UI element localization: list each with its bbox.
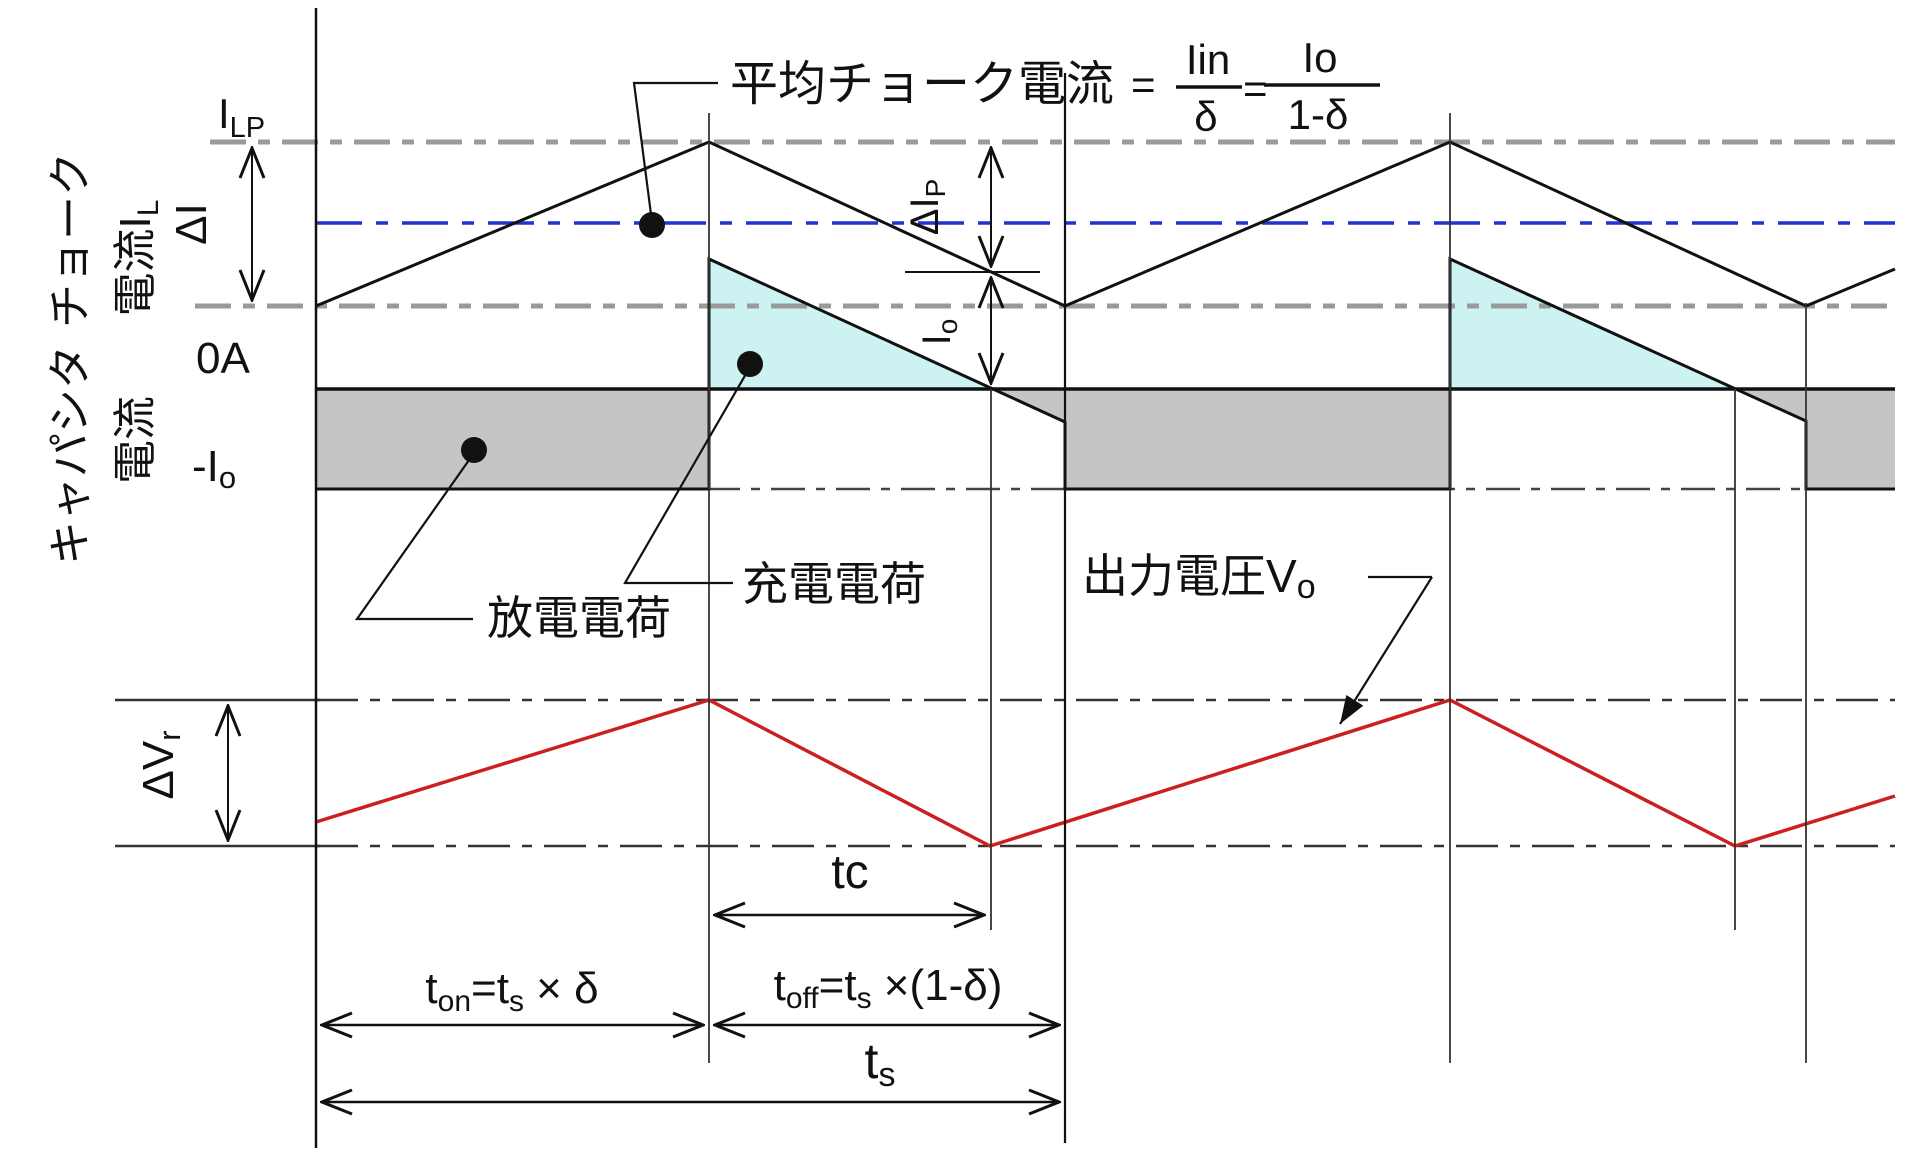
avg-current-leader-dot: [639, 212, 665, 238]
capacitor-discharge-areas: [316, 389, 1895, 489]
charge-leader-dot: [737, 351, 763, 377]
dimension-arrows: [228, 148, 1059, 1102]
zero-ampere-label: 0A: [196, 334, 250, 383]
discharge-area-period1: [316, 389, 709, 489]
reference-lines: [115, 139, 1895, 848]
ton-label: ton=ts × δ: [425, 964, 598, 1018]
delta-ip-label: ΔIP: [903, 179, 951, 236]
choke-current-waveform: [315, 140, 1896, 308]
ts-label: ts: [865, 1033, 896, 1094]
ilp-label: ILP: [218, 90, 265, 144]
vertical-lines: [314, 8, 1807, 1148]
tc-label: tc: [831, 846, 868, 899]
minus-io-label: -Io: [192, 442, 236, 495]
labels: チョーク 電流IL ILP ΔI 0A -Io キャパシタ 電流 ΔVr 平均チ…: [46, 34, 1348, 1094]
discharge-leader-dot: [461, 437, 487, 463]
charge-leader: [623, 366, 751, 585]
discharge-leader: [354, 452, 475, 621]
discharge-label: 放電電荷: [487, 592, 671, 644]
delta-i-label: ΔI: [167, 203, 216, 245]
toff-label: toff=ts ×(1-δ): [774, 961, 1003, 1015]
formula-equals-1: =: [1131, 61, 1156, 108]
delta-vr-label: ΔVr: [134, 730, 187, 799]
leader-lines: [354, 81, 1433, 725]
io-label: Io: [915, 319, 963, 346]
avg-current-leader: [632, 81, 718, 223]
capacitor-current-label-line1: キャパシタ: [46, 345, 95, 565]
formula-fraction2-numerator: Io: [1302, 34, 1337, 81]
charge-label: 充電電荷: [742, 558, 926, 610]
choke-current-label-line2: 電流IL: [111, 200, 165, 317]
formula-fraction1-denominator: δ: [1194, 93, 1217, 140]
choke-current-label-line1: チョーク: [46, 152, 95, 328]
output-voltage-label: 出力電圧Vo: [1082, 550, 1316, 606]
output-voltage-waveform: [315, 698, 1896, 848]
capacitor-charge-areas: [709, 259, 1735, 389]
discharge-area-period3: [1806, 389, 1895, 489]
discharge-area-period2: [1065, 389, 1450, 489]
avg-choke-current-formula-text: 平均チョーク電流: [730, 58, 1114, 111]
vout-leader-arrow: [1339, 576, 1433, 725]
formula-fraction1-numerator: Iin: [1186, 36, 1230, 83]
formula-fraction2-denominator: 1-δ: [1288, 91, 1349, 138]
formula-equals-2: =: [1243, 65, 1268, 112]
capacitor-current-label-line2: 電流: [111, 396, 160, 484]
